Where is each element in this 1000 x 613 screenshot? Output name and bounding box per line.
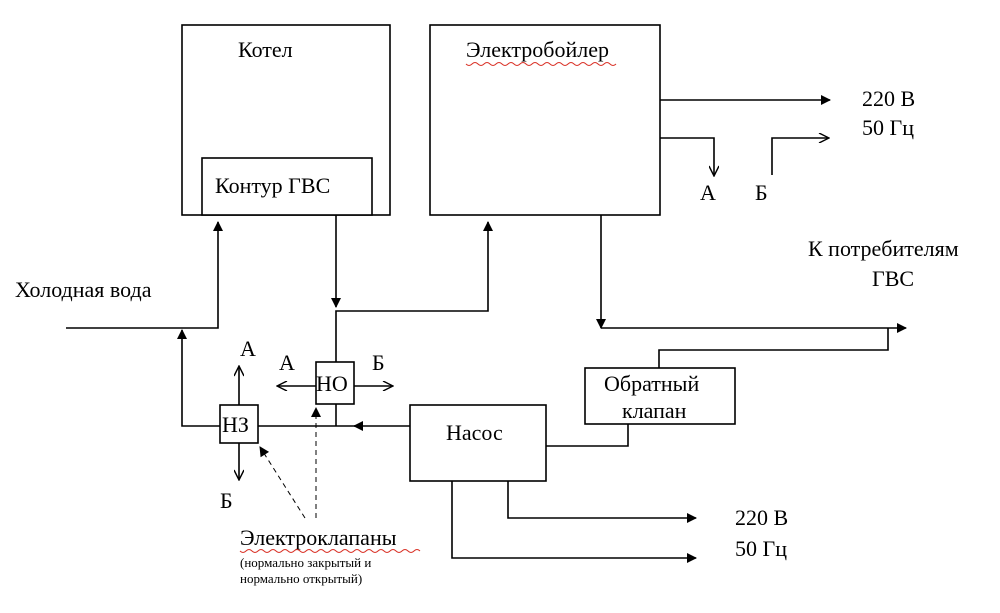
valves-title: Электроклапаны <box>240 525 397 550</box>
annotation-pointer-nc <box>259 446 306 519</box>
consumers-label-1: К потребителям <box>808 236 959 261</box>
cold-water-line <box>66 221 223 329</box>
signal-line-a-out <box>660 137 714 175</box>
pump-power-line-1 <box>507 481 697 523</box>
check-valve-block <box>584 367 736 425</box>
check-valve-return-line <box>658 328 889 372</box>
pump-label: Насос <box>446 420 503 445</box>
no-label-a: А <box>279 350 295 375</box>
spellcheck-underline <box>465 62 617 66</box>
signal-label-a-top: А <box>700 180 716 205</box>
check-valve-label-2: клапан <box>622 398 687 423</box>
power-bottom-frequency: 50 Гц <box>735 536 787 561</box>
dhw-circuit-label: Контур ГВС <box>215 173 330 198</box>
cold-water-label: Холодная вода <box>15 277 152 302</box>
nc-label-a: А <box>240 336 256 361</box>
pump-to-check-valve-line <box>546 424 629 447</box>
dhw-circuit-block <box>201 157 373 216</box>
consumers-label-2: ГВС <box>872 266 914 291</box>
valve-nc <box>219 404 259 444</box>
power-bottom-voltage: 220 В <box>735 505 788 530</box>
boiler-label: Котел <box>238 37 293 62</box>
power-top-voltage: 220 В <box>862 86 915 111</box>
valve-no <box>315 361 355 405</box>
electric-boiler-block <box>429 24 661 216</box>
electric-boiler-label: Электробойлер <box>466 37 609 62</box>
valve-no-label: НО <box>316 371 348 396</box>
nc-label-b: Б <box>220 488 233 513</box>
signal-label-b-top: Б <box>755 180 768 205</box>
valve-nc-label: НЗ <box>222 412 249 437</box>
power-top-frequency: 50 Гц <box>862 115 914 140</box>
no-label-b: Б <box>372 350 385 375</box>
valves-note-line2: нормально открытый) <box>240 571 362 586</box>
check-valve-label-1: Обратный <box>604 371 699 396</box>
signal-line-b-in <box>771 138 828 175</box>
pump-power-line-2 <box>451 481 697 563</box>
nc-valve-bypass-line <box>177 329 220 427</box>
valves-note-line1: (нормально закрытый и <box>240 555 371 570</box>
spellcheck-underline-2 <box>239 549 421 553</box>
pump-block <box>409 404 547 482</box>
no-to-electric-boiler-line <box>335 221 493 362</box>
